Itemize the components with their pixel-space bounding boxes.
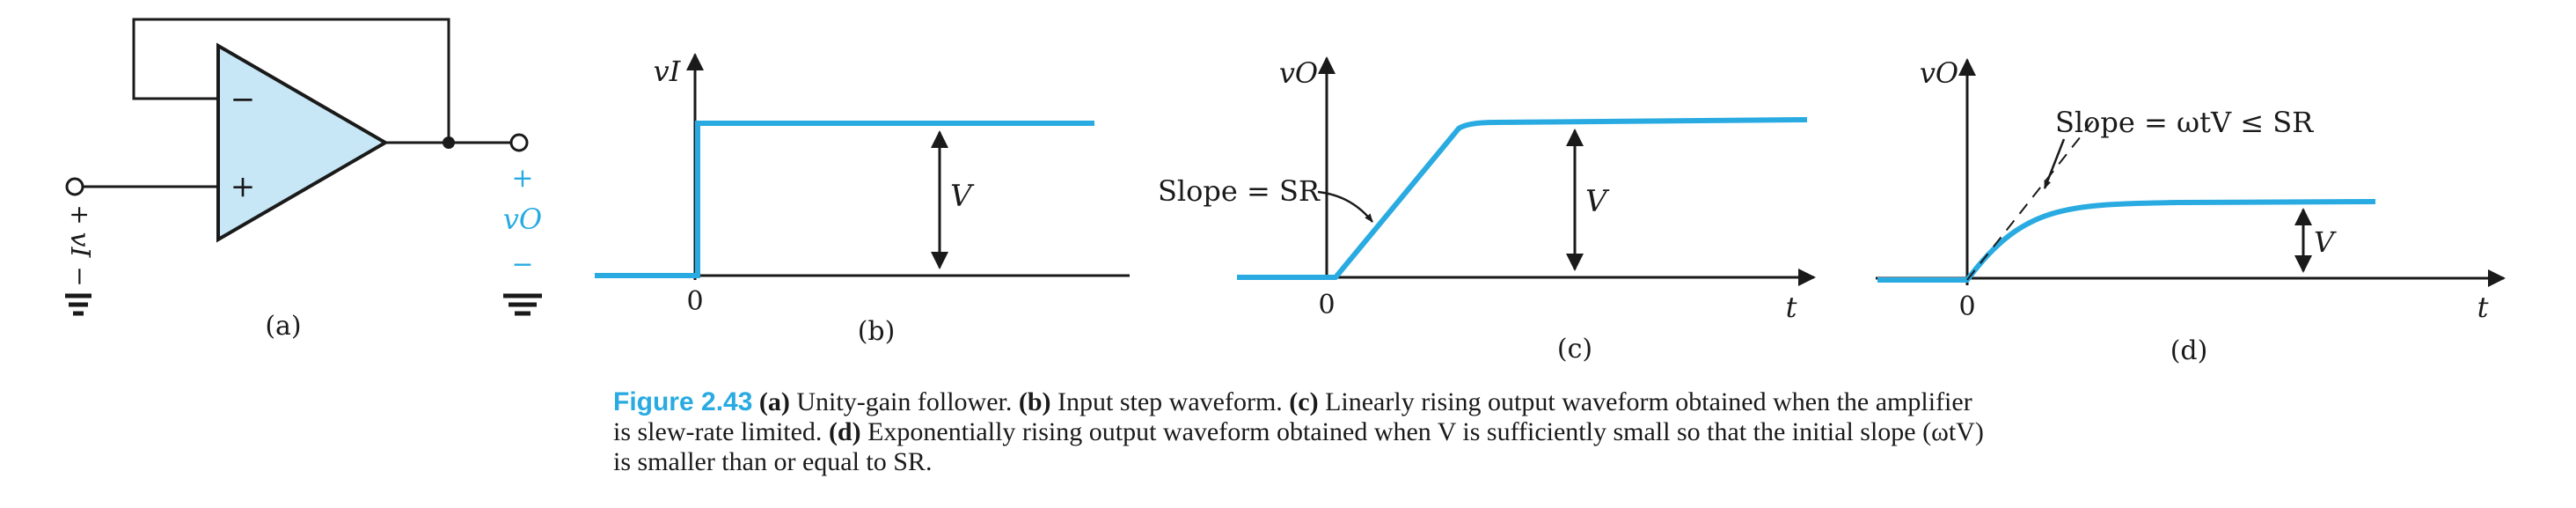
caption-part-c: (c) [1289,387,1319,416]
input-terminal [65,177,84,196]
panel-d-x-axis-label: t [2477,291,2489,324]
figure-number: Figure 2.43 [613,387,753,416]
caption-text-d: Exponentially rising output waveform obt… [613,417,1984,476]
feedback-wire [132,18,450,143]
output-node-dot [443,136,455,149]
panel-d-slope-pointer [2043,138,2066,189]
panel-d-sublabel: (d) [2170,335,2208,366]
output-ground-symbol [503,293,542,316]
panel-d-origin-label: 0 [1958,291,1975,322]
output-plus-sign: + [511,163,533,194]
opamp-plus-sign: + [231,169,256,204]
panel-c-y-axis-label: vO [1279,56,1318,90]
panel-c-slope-annotation: Slope = SR [1158,174,1321,208]
panel-c-sublabel: (c) [1557,334,1592,364]
panel-d-y-axis-label: vO [1920,56,1958,90]
panel-d-slope-annotation: Slope = ωtV ≤ SR [2055,106,2314,139]
panel-c-amplitude-label: V [1585,184,1610,219]
caption-part-a: (a) [758,387,790,416]
input-plus-sign: + [66,204,95,225]
output-terminal [509,133,529,152]
panel-c-output-waveform [1237,117,1808,280]
input-ground-symbol [65,293,91,316]
figure-caption: Figure 2.43 (a) Unity-gain follower. (b)… [613,387,1986,477]
opamp-minus-sign: − [231,82,256,117]
caption-text-a: Unity-gain follower. [789,387,1019,416]
caption-part-d: (d) [828,417,861,446]
panel-a-sublabel: (a) [265,311,301,342]
caption-text-c: Linearly rising output waveform obtained… [613,387,1972,446]
panel-b-amplitude-label: V [950,179,975,214]
panel-a-follower-circuit: − + + vI − + vO − (a) [64,18,542,342]
panel-d-exponential-output: V Slope = ωtV ≤ SR vO 0 t (d) [1876,56,2506,366]
opamp-triangle [216,42,389,243]
panel-c-origin-label: 0 [1318,290,1335,320]
panel-b-step-waveform [595,121,1094,278]
caption-part-b: (b) [1018,387,1051,416]
output-minus-sign: − [511,249,533,280]
input-voltage-label: vI [64,232,95,259]
panel-c-slope-pointer [1317,190,1373,223]
panel-c-x-axis-label: t [1786,291,1797,324]
panel-d-initial-slope-line [1966,119,2095,281]
panel-b-input-step: V vI 0 (b) [595,53,1130,347]
caption-text-b: Input step waveform. [1050,387,1290,416]
output-voltage-label: vO [503,202,542,236]
panel-d-amplitude-label: V [2314,225,2337,259]
panel-c-slew-limited-output: V Slope = SR vO 0 t (c) [1158,56,1816,364]
panel-d-output-waveform [1877,199,2376,283]
panel-b-y-axis-label: vI [654,55,682,88]
panel-b-sublabel: (b) [858,316,896,347]
input-minus-sign: − [66,266,95,286]
panel-b-origin-label: 0 [686,286,703,317]
